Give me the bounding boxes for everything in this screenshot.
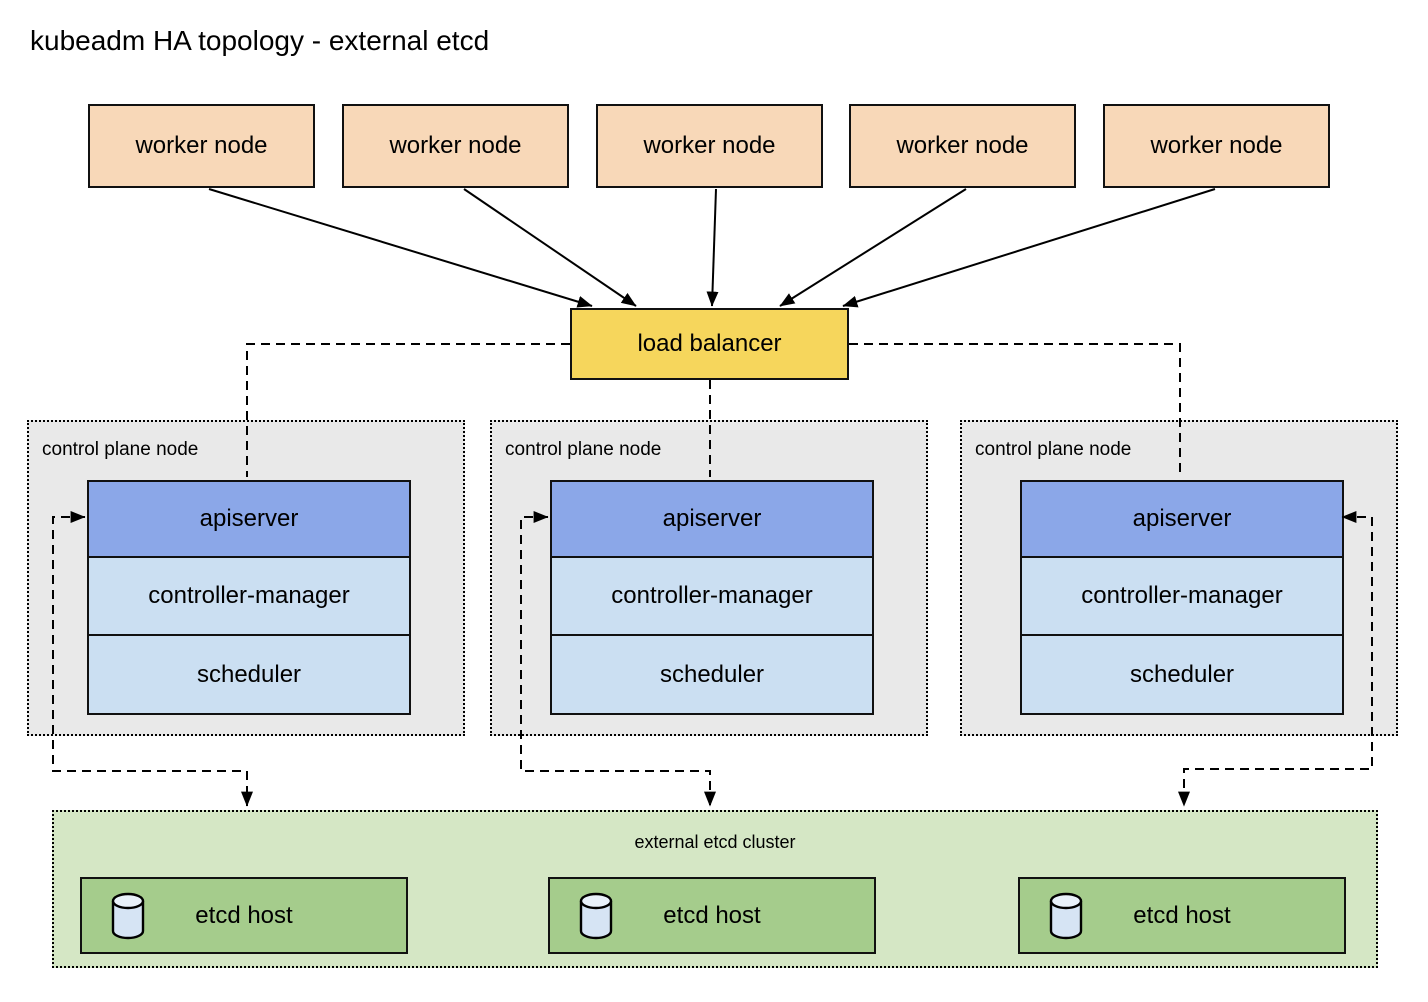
worker-node-label: worker node (1150, 132, 1283, 159)
scheduler-box: scheduler (1020, 634, 1344, 715)
load-balancer-box: load balancer (570, 308, 849, 380)
edge-worker1-loadbalancer (208, 188, 593, 308)
control-plane-stack: apiserver controller-manager scheduler (1020, 480, 1344, 715)
etcd-host-label: etcd host (1133, 901, 1231, 929)
control-plane-label: control plane node (505, 439, 662, 460)
control-plane-stack: apiserver controller-manager scheduler (87, 480, 411, 715)
edge-worker5-loadbalancer (842, 188, 1216, 308)
controller-manager-label: controller-manager (611, 582, 813, 609)
apiserver-box: apiserver (550, 480, 874, 558)
scheduler-box: scheduler (87, 634, 411, 715)
worker-node-box: worker node (849, 104, 1076, 188)
etcd-host-box: etcd host (80, 877, 408, 954)
etcd-host-label: etcd host (195, 901, 293, 929)
controller-manager-box: controller-manager (550, 556, 874, 636)
control-plane-stack: apiserver controller-manager scheduler (550, 480, 874, 715)
control-plane-node-2: control plane node apiserver controller-… (490, 420, 928, 736)
apiserver-label: apiserver (1132, 505, 1232, 532)
worker-node-label: worker node (896, 132, 1029, 159)
etcd-host-label: etcd host (663, 901, 761, 929)
scheduler-label: scheduler (1129, 660, 1235, 688)
control-plane-node-3: control plane node apiserver controller-… (960, 420, 1398, 736)
control-plane-node-1: control plane node apiserver controller-… (27, 420, 465, 736)
worker-node-label: worker node (135, 132, 268, 159)
edge-worker3-loadbalancer (706, 188, 719, 307)
scheduler-label: scheduler (196, 660, 302, 688)
etcd-host-box: etcd host (1018, 877, 1346, 954)
control-plane-label: control plane node (42, 439, 199, 460)
worker-node-box: worker node (342, 104, 569, 188)
edge-worker2-loadbalancer (463, 188, 637, 307)
controller-manager-box: controller-manager (87, 556, 411, 636)
worker-node-box: worker node (88, 104, 315, 188)
apiserver-box: apiserver (1020, 480, 1344, 558)
worker-node-label: worker node (643, 132, 776, 159)
etcd-cluster-label: external etcd cluster (634, 832, 796, 852)
controller-manager-label: controller-manager (1081, 582, 1283, 609)
database-icon (111, 892, 145, 939)
worker-node-box: worker node (1103, 104, 1330, 188)
edge-worker4-loadbalancer (779, 188, 967, 307)
scheduler-label: scheduler (659, 660, 765, 688)
diagram-title: kubeadm HA topology - external etcd (30, 25, 490, 56)
database-icon (579, 892, 613, 939)
control-plane-label: control plane node (975, 439, 1132, 460)
worker-node-box: worker node (596, 104, 823, 188)
controller-manager-box: controller-manager (1020, 556, 1344, 636)
load-balancer-label: load balancer (637, 330, 782, 357)
etcd-host-box: etcd host (548, 877, 876, 954)
controller-manager-label: controller-manager (148, 582, 350, 609)
apiserver-box: apiserver (87, 480, 411, 558)
apiserver-label: apiserver (662, 505, 762, 532)
database-icon (1049, 892, 1083, 939)
worker-node-label: worker node (389, 132, 522, 159)
apiserver-label: apiserver (199, 505, 299, 532)
scheduler-box: scheduler (550, 634, 874, 715)
